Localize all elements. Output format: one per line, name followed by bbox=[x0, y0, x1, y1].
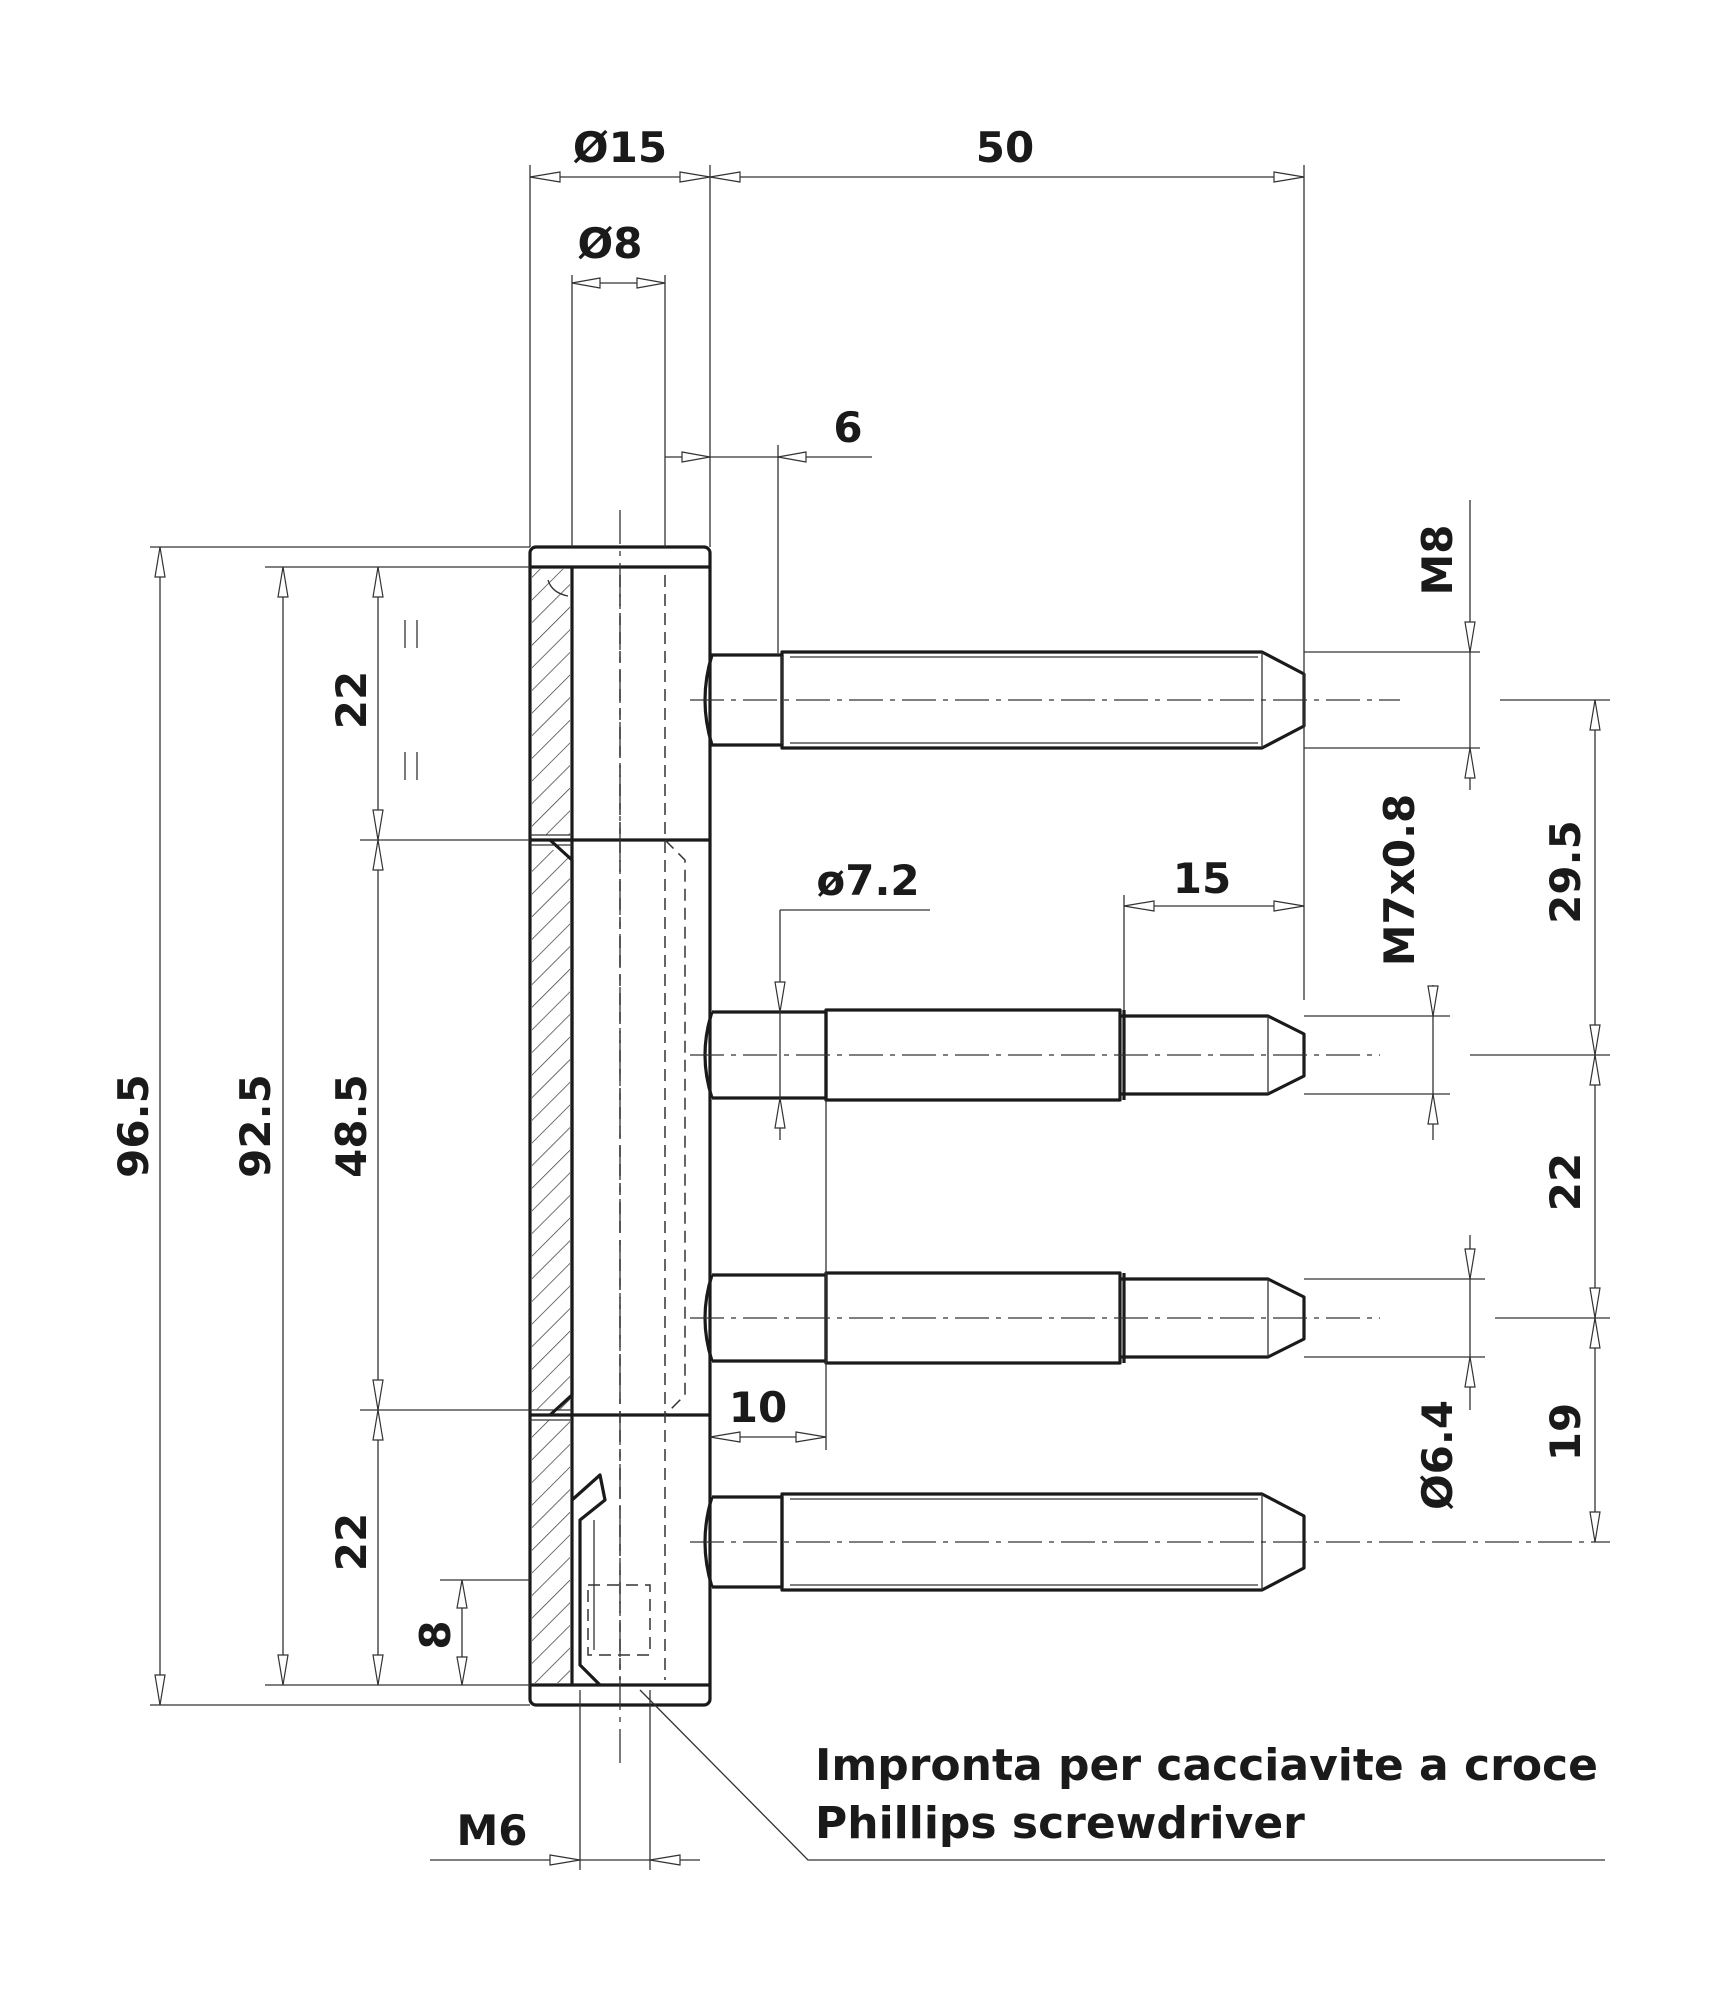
dimension-lines bbox=[150, 165, 1610, 1870]
section-hatch-bottom bbox=[532, 1420, 570, 1683]
dim-thread-m7x0-8: M7x0.8 bbox=[1375, 794, 1424, 967]
dim-thread-m8: M8 bbox=[1413, 524, 1462, 595]
dim-thread-m6: M6 bbox=[456, 1806, 527, 1855]
note-line-italian: Impronta per cacciavite a croce bbox=[815, 1740, 1598, 1791]
section-hatch-top bbox=[532, 569, 570, 835]
hinge-body bbox=[528, 510, 712, 1770]
pin-bottom bbox=[690, 1492, 1610, 1592]
dim-spacing-19: 19 bbox=[1541, 1403, 1590, 1461]
dim-spacing-22-right: 22 bbox=[1541, 1153, 1590, 1211]
dim-height-92-5: 92.5 bbox=[231, 1074, 280, 1178]
dim-height-22-top: 22 bbox=[327, 671, 376, 729]
dim-spacing-29-5: 29.5 bbox=[1541, 820, 1590, 924]
dim-length-50: 50 bbox=[976, 123, 1034, 172]
section-hatch-middle bbox=[532, 850, 570, 1410]
note-leader-line bbox=[639, 1689, 1605, 1861]
pin-m7 bbox=[690, 1008, 1380, 1102]
dim-offset-6: 6 bbox=[833, 403, 862, 452]
dim-length-10: 10 bbox=[729, 1383, 787, 1432]
note-line-english: Phillips screwdriver bbox=[815, 1798, 1305, 1849]
dim-height-96-5: 96.5 bbox=[109, 1074, 158, 1178]
pin-m8 bbox=[690, 650, 1400, 750]
dim-height-8: 8 bbox=[411, 1620, 460, 1649]
pin-d64 bbox=[690, 1271, 1380, 1365]
dimension-labels: Ø15 50 Ø8 6 M8 ø7.2 15 M7x0.8 29.5 22 Ø6… bbox=[109, 123, 1590, 1855]
dim-height-48-5: 48.5 bbox=[327, 1074, 376, 1178]
dim-diameter-7-2: ø7.2 bbox=[816, 856, 919, 905]
dim-diameter-8: Ø8 bbox=[578, 219, 643, 268]
dim-diameter-15: Ø15 bbox=[573, 123, 667, 172]
screwdriver-note: Impronta per cacciavite a croce Phillips… bbox=[815, 1740, 1598, 1849]
dim-height-22-bottom: 22 bbox=[327, 1513, 376, 1571]
dim-length-15: 15 bbox=[1173, 854, 1231, 903]
dim-diameter-6-4: Ø6.4 bbox=[1413, 1400, 1462, 1510]
